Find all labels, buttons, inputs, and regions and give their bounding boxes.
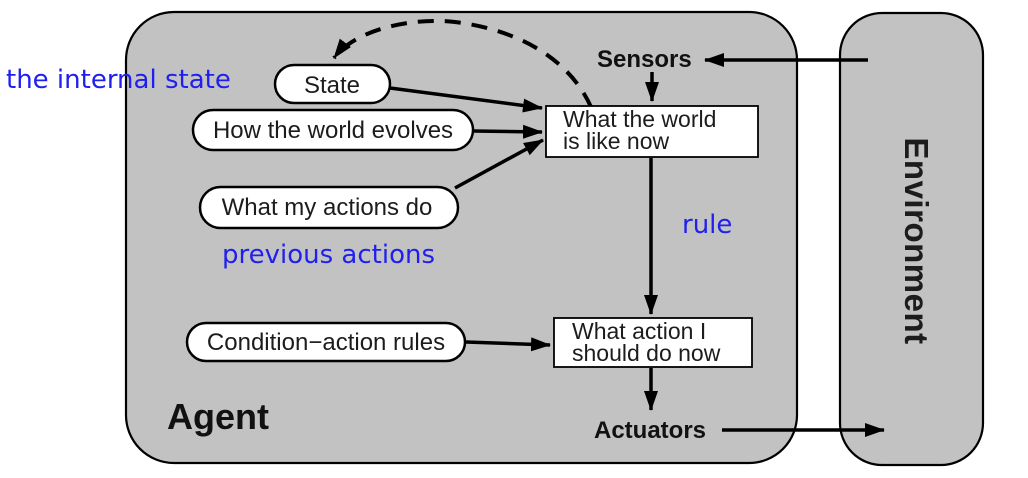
action-box-line1: What action I [572, 318, 706, 344]
arrow-what-my-actions-do-to-world-state [454, 138, 544, 190]
environment-title: Environment [898, 137, 935, 344]
agent-title: Agent [167, 396, 269, 437]
world-state-box [545, 105, 759, 158]
what-my-actions-do-label: What my actions do [222, 194, 433, 221]
how-world-evolves-label: How the world evolves [213, 117, 453, 144]
annotation-internal-state: the internal state [6, 65, 231, 95]
arrow-how-world-evolves-to-world-state [472, 124, 543, 139]
condition-action-rules-oval [185, 321, 467, 363]
arrow-state-to-world-state [389, 86, 543, 113]
actuators-label: Actuators [594, 417, 706, 444]
world-state-box-line1: What the world [563, 106, 716, 132]
annotation-rule: rule [682, 210, 732, 240]
annotation-previous-actions: previous actions [222, 240, 435, 270]
arrow-condition-action-rules-to-action [465, 337, 551, 352]
what-my-actions-do-oval [198, 185, 460, 230]
environment-panel [838, 11, 985, 467]
state-oval [273, 63, 392, 105]
world-state-box-line2: is like now [563, 128, 669, 154]
sensors-label: Sensors [597, 46, 692, 73]
state-label: State [304, 72, 360, 99]
feedback-dashed-arrow [332, 18, 593, 108]
how-world-evolves-oval [191, 108, 475, 152]
condition-action-rules-label: Condition−action rules [207, 329, 445, 356]
action-box-line2: should do now [572, 340, 721, 366]
action-box [553, 317, 753, 368]
